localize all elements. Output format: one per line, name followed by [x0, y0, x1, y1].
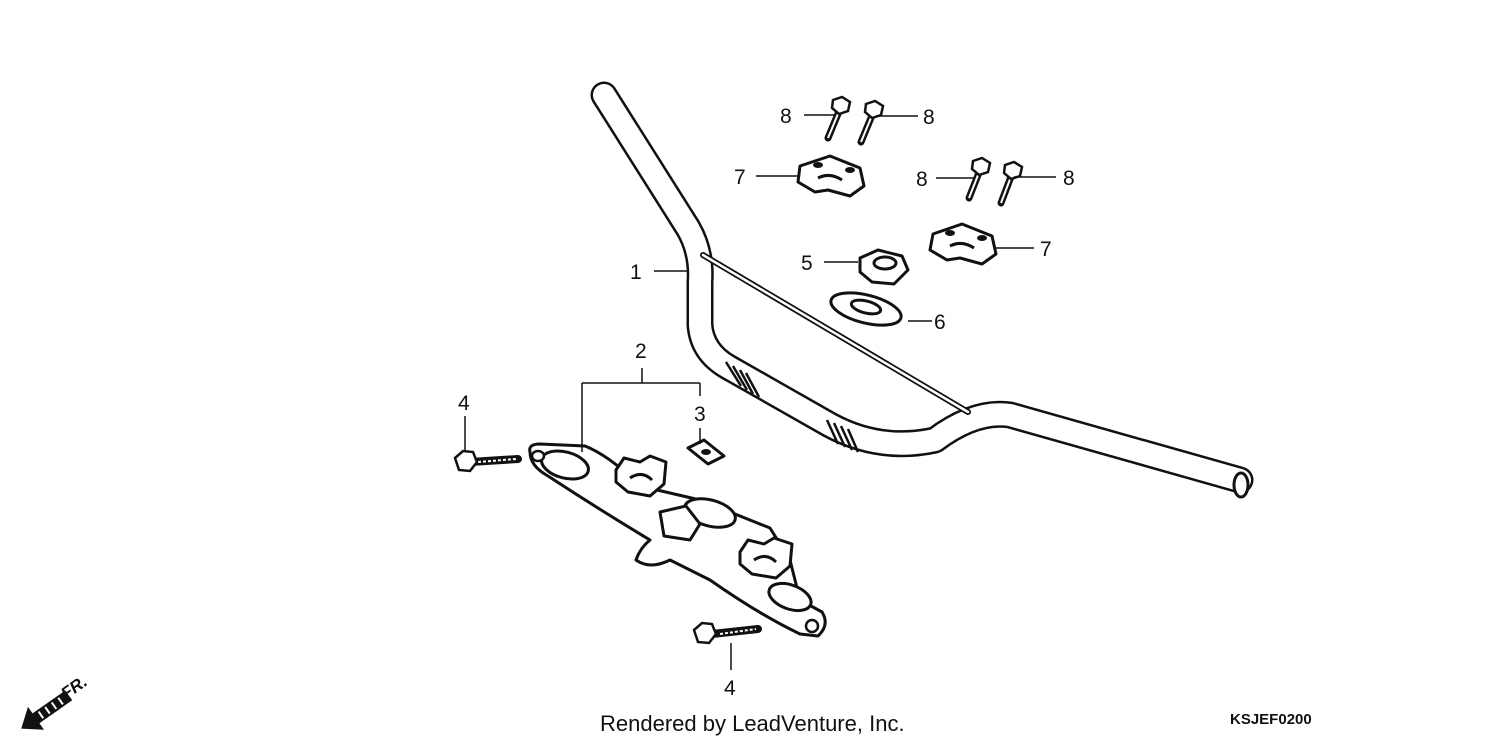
callout-4-left: 4: [458, 392, 470, 415]
front-direction-arrow: FR.: [21, 672, 91, 730]
callout-8a: 8: [780, 105, 792, 128]
bolt-8a: [824, 95, 852, 142]
knurl-right: [825, 419, 860, 453]
credit-text: Rendered by LeadVenture, Inc.: [600, 711, 905, 736]
bolt-8d: [997, 160, 1024, 207]
callout-4-bottom: 4: [724, 677, 736, 700]
bolt-8c: [965, 156, 992, 202]
callout-8d: 8: [1063, 167, 1075, 190]
arrow-icon: [21, 690, 73, 730]
callout-3: 3: [694, 403, 706, 426]
callout-8b: 8: [923, 106, 935, 129]
diagram-code: KSJEF0200: [1230, 711, 1312, 728]
upper-holder-left: [796, 154, 866, 198]
leader-lines: [464, 114, 1056, 670]
bolt-4-bottom: [692, 621, 762, 645]
callout-7-right: 7: [1040, 238, 1052, 261]
bolt-8b: [857, 99, 885, 146]
top-bridge: [528, 442, 827, 638]
knurl-left: [724, 361, 761, 398]
callout-1: 1: [630, 261, 642, 284]
callout-6: 6: [934, 311, 946, 334]
nut: [858, 248, 910, 286]
callout-7-left: 7: [734, 166, 746, 189]
nut-plate: [686, 438, 726, 466]
callout-8c: 8: [916, 168, 928, 191]
callout-5: 5: [801, 252, 813, 275]
bolt-4-left: [453, 449, 522, 473]
handlebar: [590, 81, 1254, 499]
washer: [829, 291, 903, 327]
callouts: 1 2 3 4 4 5 6 7 7 8 8 8 8: [458, 105, 1075, 700]
bar-end: [1232, 471, 1250, 499]
upper-holder-right: [928, 222, 998, 266]
callout-2: 2: [635, 340, 647, 363]
